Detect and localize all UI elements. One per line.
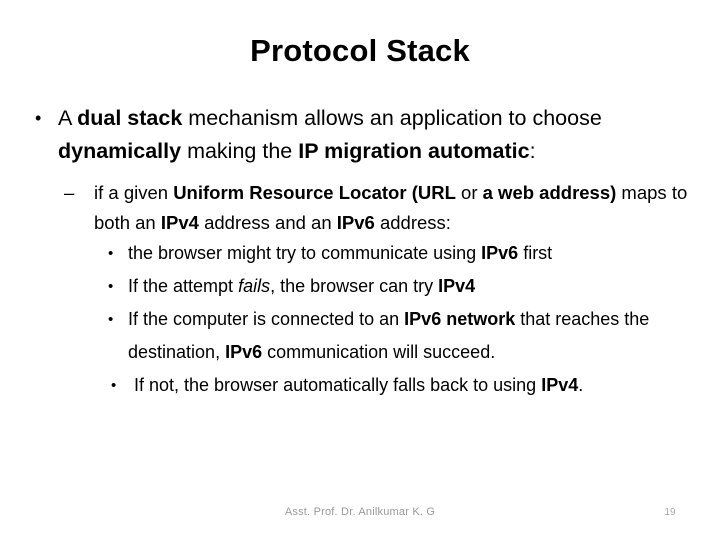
- bullet-marker-level3-1: •: [108, 245, 114, 262]
- bullet-level2-text: if a given Uniform Resource Locator (URL…: [94, 182, 688, 233]
- bullet-level3-item-3-text: If the computer is connected to an IPv6 …: [128, 309, 650, 362]
- bullet-level3-item-2: • If the attempt fails, the browser can …: [28, 270, 700, 303]
- page-title: Protocol Stack: [250, 33, 470, 68]
- bullet-level3-item-2-text: If the attempt fails, the browser can tr…: [128, 276, 476, 296]
- slide-body: • A dual stack mechanism allows an appli…: [28, 102, 700, 402]
- bullet-level3-item-3: • If the computer is connected to an IPv…: [28, 303, 700, 369]
- bullet-marker-level2: –: [64, 182, 75, 203]
- bullet-level3-item-4-text: If not, the browser automatically falls …: [134, 375, 584, 395]
- bullet-level3-item-1-text: the browser might try to communicate usi…: [128, 243, 553, 263]
- footer-author: Asst. Prof. Dr. Anilkumar K. G: [284, 506, 436, 518]
- bullet-marker-level3-4: •: [111, 377, 117, 394]
- bullet-marker-level3-3: •: [108, 311, 114, 328]
- bullet-marker-level1: •: [35, 108, 42, 128]
- bullet-level2: – if a given Uniform Resource Locator (U…: [28, 178, 700, 237]
- bullet-level3-item-1: • the browser might try to communicate u…: [28, 237, 700, 270]
- bullet-level1: • A dual stack mechanism allows an appli…: [28, 102, 700, 168]
- bullet-level1-text: A dual stack mechanism allows an applica…: [58, 106, 602, 163]
- bullet-marker-level3-2: •: [108, 278, 114, 295]
- page-number: 19: [664, 507, 676, 518]
- bullet-level3-item-4: • If not, the browser automatically fall…: [28, 369, 700, 402]
